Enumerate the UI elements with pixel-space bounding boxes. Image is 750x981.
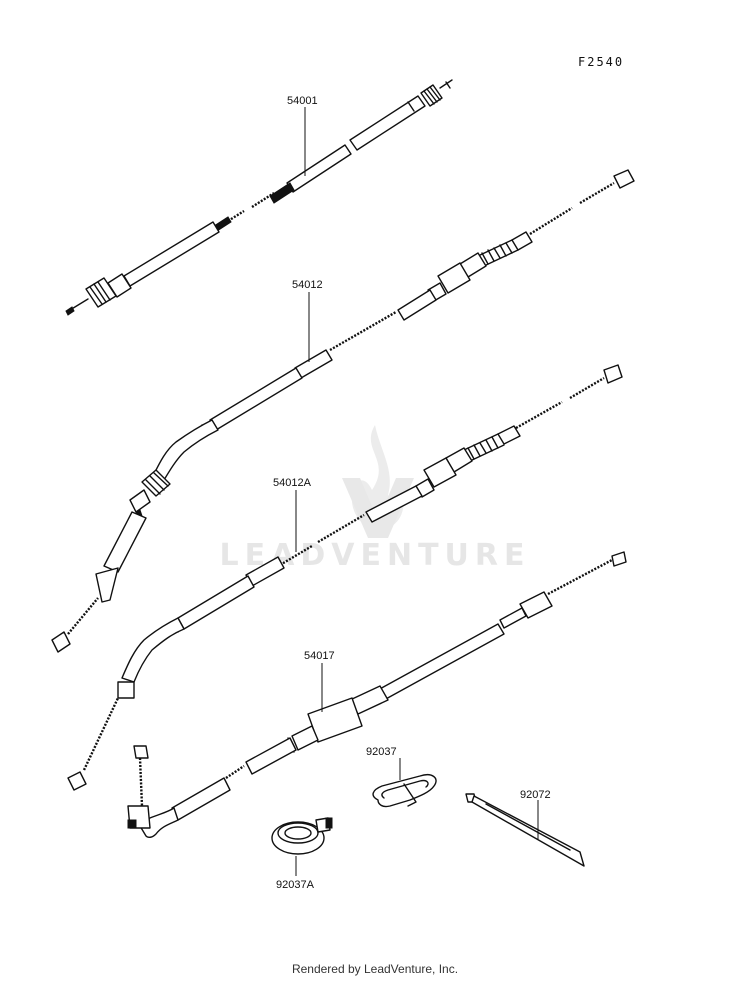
part-54001-speedometer-cable[interactable] bbox=[65, 79, 453, 316]
part-54012-cable[interactable] bbox=[51, 169, 635, 653]
label-92072[interactable]: 92072 bbox=[520, 789, 551, 801]
label-54012[interactable]: 54012 bbox=[292, 279, 323, 291]
label-54017[interactable]: 54017 bbox=[304, 650, 335, 662]
label-54001[interactable]: 54001 bbox=[287, 95, 318, 107]
part-92037a-grommet[interactable] bbox=[271, 817, 333, 855]
part-92072-cable-tie[interactable] bbox=[465, 793, 585, 867]
part-54012a-cable[interactable] bbox=[67, 364, 623, 791]
figure-number: F2540 bbox=[578, 55, 624, 69]
part-54017-cable[interactable] bbox=[127, 551, 627, 839]
footer-credit: Rendered by LeadVenture, Inc. bbox=[291, 962, 459, 976]
part-92037-clip[interactable] bbox=[372, 774, 437, 808]
label-92037[interactable]: 92037 bbox=[366, 746, 397, 758]
label-92037a[interactable]: 92037A bbox=[276, 879, 315, 891]
label-54012a[interactable]: 54012A bbox=[273, 477, 312, 489]
